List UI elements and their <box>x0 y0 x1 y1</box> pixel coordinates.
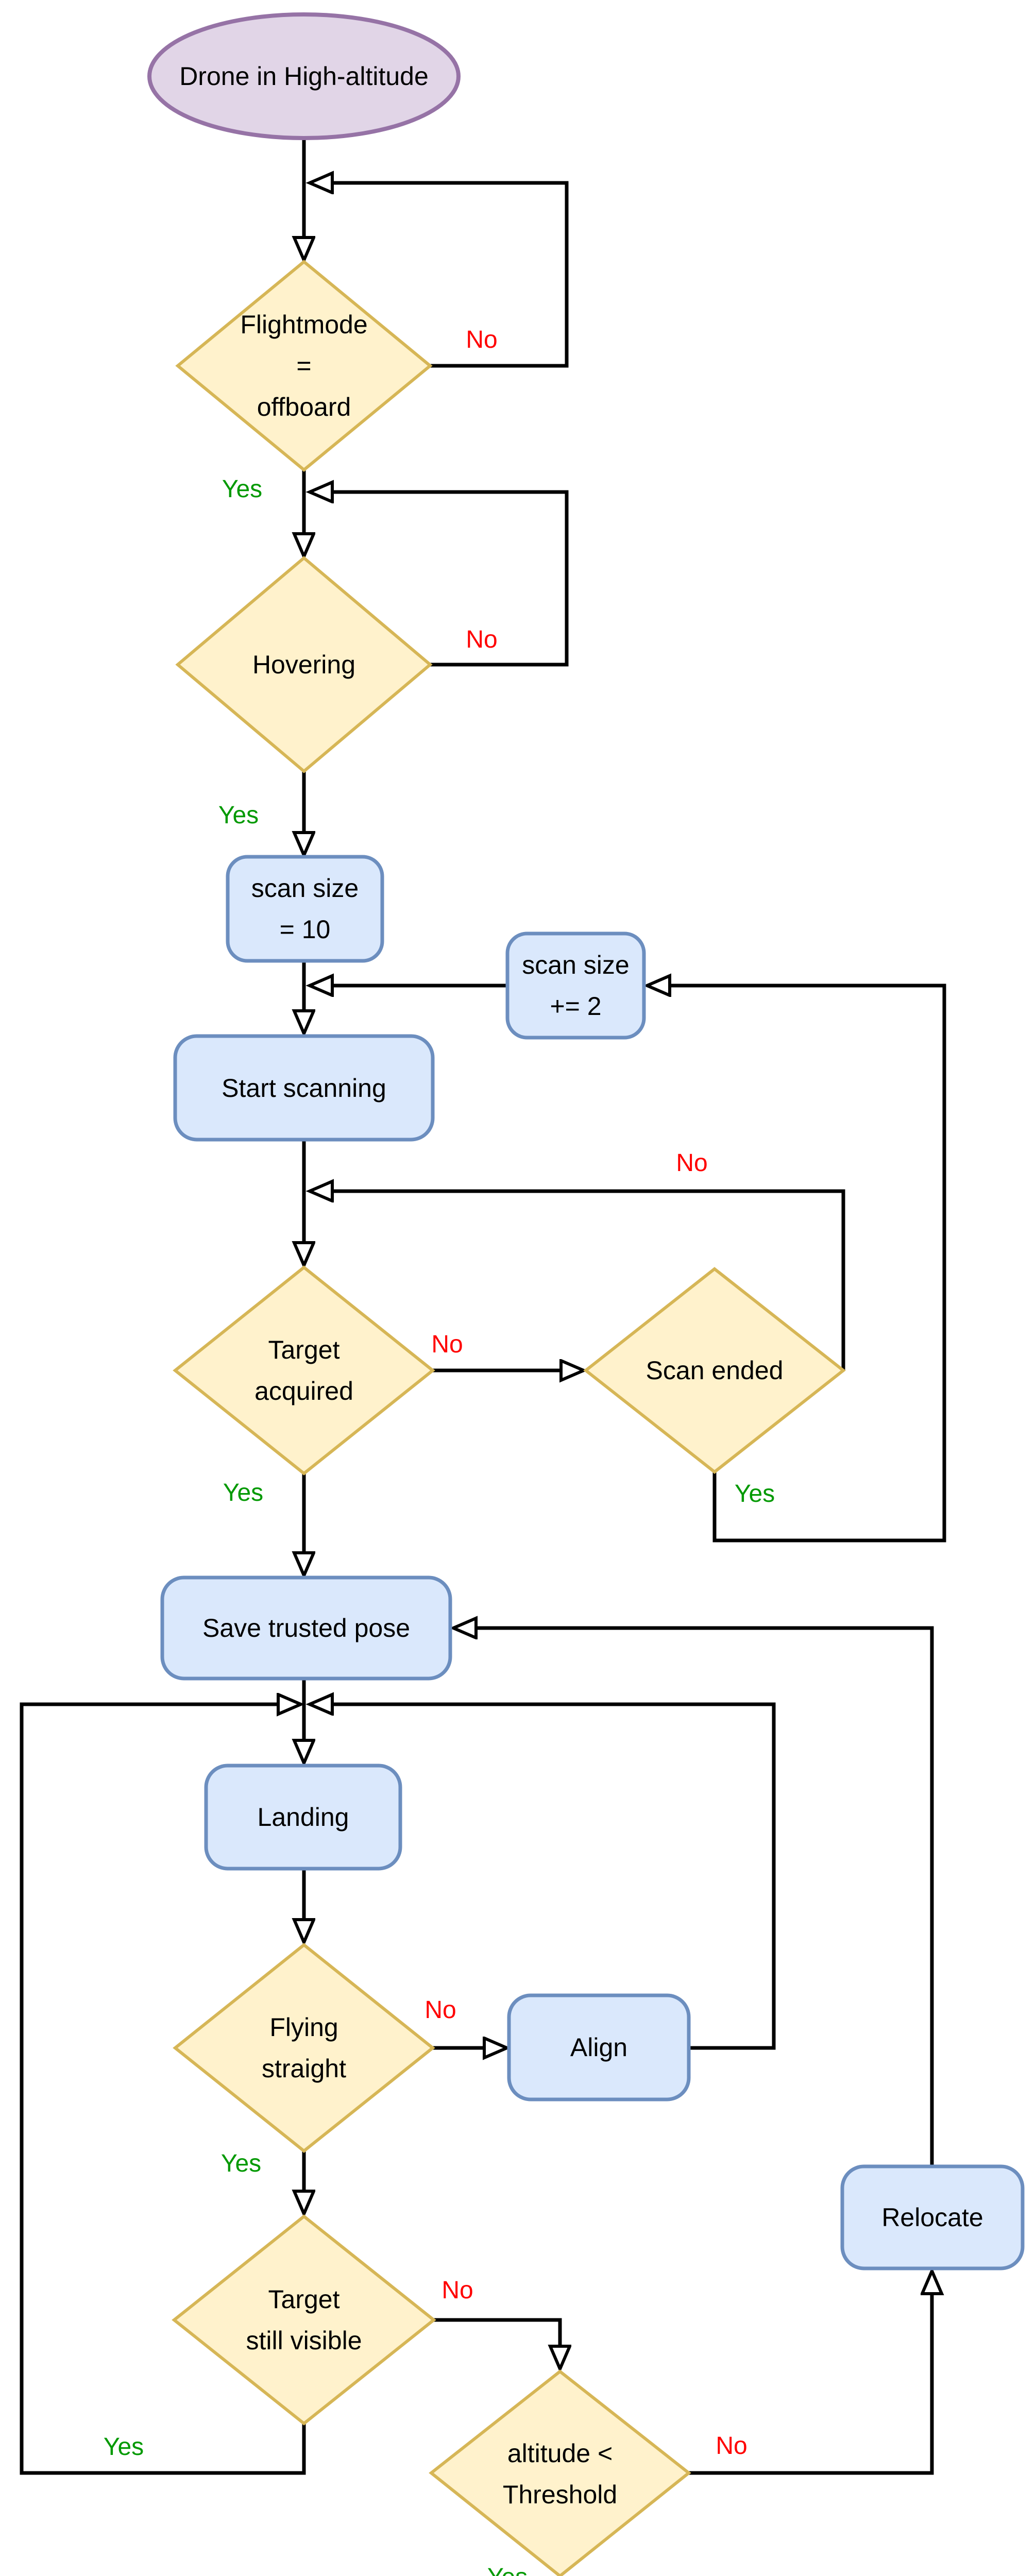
target-still-visible-yes-label: Yes <box>103 2433 144 2461</box>
scan-ended-no-label: No <box>676 1149 708 1177</box>
flying-straight-yes-label: Yes <box>220 2150 262 2177</box>
target-acquired-label: Target acquired <box>254 1335 353 1405</box>
target-acquired-no-label: No <box>431 1331 463 1358</box>
save-trusted-pose-shape <box>160 1575 452 1681</box>
start-scanning-shape <box>173 1034 435 1142</box>
flying-straight-diamond-shape <box>173 1943 435 2153</box>
edge-scan-ended-no-loop <box>310 1191 845 1370</box>
target-acquired-yes-label: Yes <box>223 1479 264 1506</box>
landing-shape <box>204 1764 402 1871</box>
start-ellipse-shape <box>147 12 461 140</box>
edge-flightmode-no-loop <box>310 183 569 368</box>
hovering-no-label: No <box>466 626 498 653</box>
align-label: Align <box>570 2033 628 2062</box>
edge-altitude-no-to-relocate <box>689 2271 932 2475</box>
edge-hovering-no-loop <box>310 492 569 667</box>
flying-straight-label: Flying straight <box>262 2013 346 2083</box>
landing-label: Landing <box>257 1803 349 1832</box>
edge-scan-ended-yes-to-scan-size-inc <box>647 986 946 1543</box>
flightmode-yes-label: Yes <box>222 476 263 503</box>
altitude-no-label: No <box>716 2432 748 2460</box>
hovering-label: Hovering <box>252 650 356 679</box>
flightmode-diamond-shape <box>175 260 433 472</box>
edge-target-visible-no-to-altitude <box>434 2318 560 2369</box>
target-still-visible-diamond-shape <box>172 2214 436 2426</box>
start-scanning-label: Start scanning <box>222 1073 386 1103</box>
target-still-visible-no-label: No <box>441 2277 473 2304</box>
scan-size-inc-shape <box>505 931 646 1040</box>
scan-ended-yes-label: Yes <box>734 1480 775 1507</box>
scan-size-init-label: scan size = 10 <box>251 874 359 944</box>
scan-size-inc-label: scan size += 2 <box>522 951 630 1021</box>
scan-ended-label: Scan ended <box>646 1356 784 1385</box>
scan-size-init-shape <box>226 855 384 963</box>
relocate-label: Relocate <box>881 2203 983 2232</box>
altitude-threshold-label: altitude < Threshold <box>502 2438 618 2509</box>
flying-straight-no-label: No <box>424 1996 456 2024</box>
target-still-visible-label: Target still visible <box>246 2285 362 2355</box>
altitude-yes-label: Yes <box>487 2565 528 2576</box>
edge-target-visible-yes-loop <box>20 1704 306 2475</box>
save-trusted-pose-label: Save trusted pose <box>202 1614 411 1642</box>
align-shape <box>507 1993 691 2102</box>
edge-relocate-to-save-pose <box>453 1628 934 2166</box>
hovering-yes-label: Yes <box>218 802 259 829</box>
start-ellipse-label: Drone in High-altitude <box>179 62 429 91</box>
target-acquired-diamond-shape <box>173 1265 435 1476</box>
edge-align-return-loop <box>310 1704 776 2050</box>
relocate-shape <box>840 2164 1025 2270</box>
flightmode-label: Flightmode = offboard <box>240 310 368 421</box>
flightmode-no-label: No <box>466 326 498 353</box>
scan-ended-diamond-shape <box>583 1267 846 1474</box>
altitude-threshold-diamond-shape <box>429 2369 691 2576</box>
hovering-diamond-shape <box>175 556 433 773</box>
